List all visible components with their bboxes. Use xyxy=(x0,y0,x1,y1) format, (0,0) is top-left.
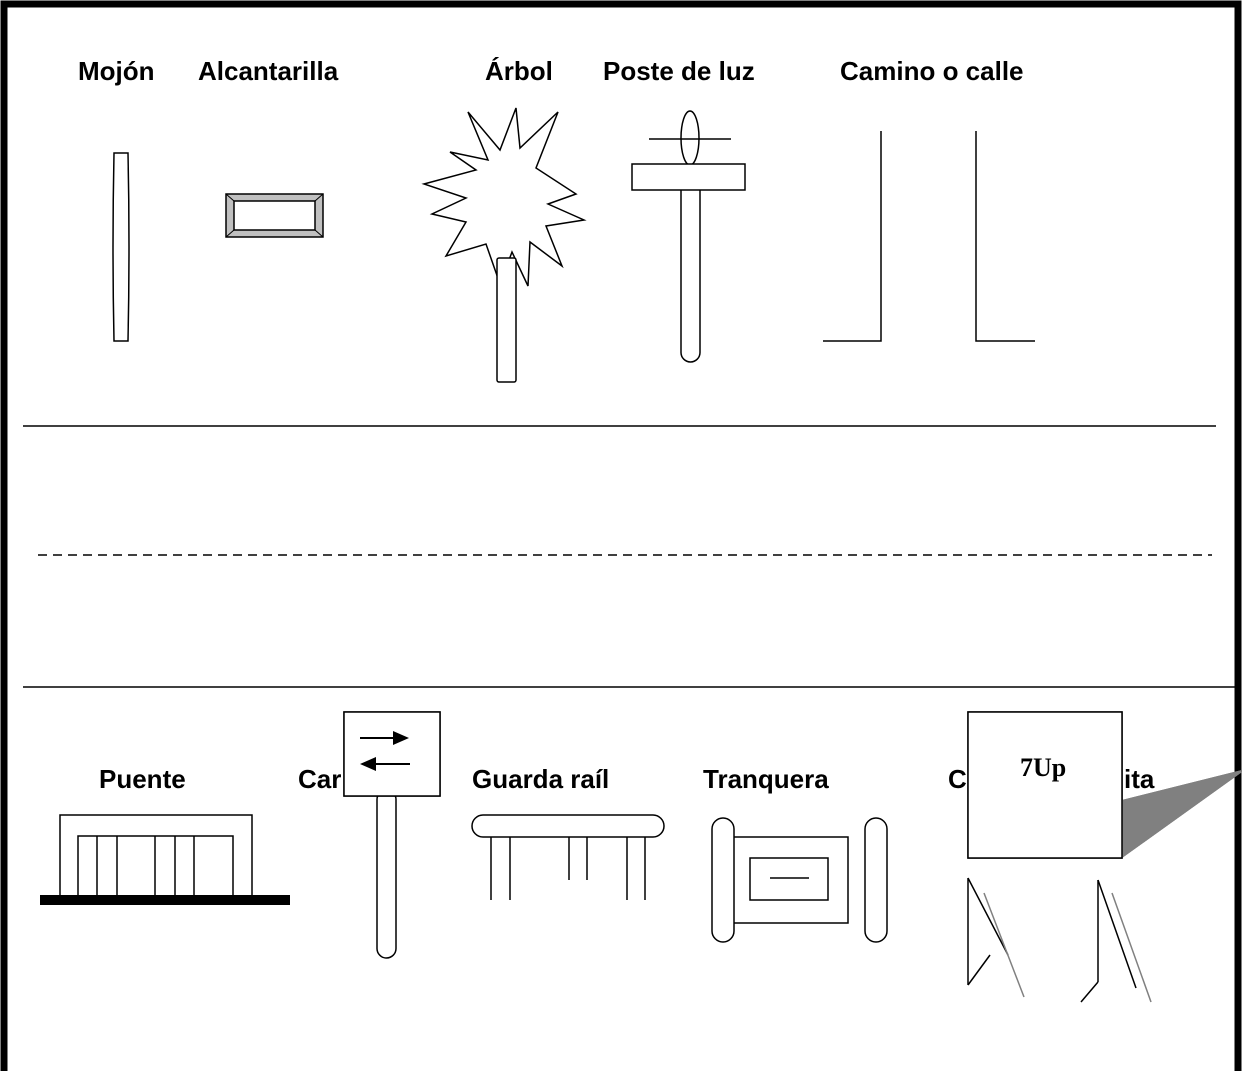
tree-icon xyxy=(421,107,587,383)
boundary-post-icon xyxy=(112,152,130,342)
label-arbol: Árbol xyxy=(485,56,553,86)
traffic-sign-icon xyxy=(343,711,441,959)
culvert-icon xyxy=(225,193,324,238)
light-pole-icon xyxy=(631,110,746,363)
guard-rail-icon xyxy=(471,814,665,900)
label-puente: Puente xyxy=(99,764,186,794)
bridge-icon xyxy=(40,814,290,905)
road-icon xyxy=(823,131,1035,342)
label-mojon: Mojón xyxy=(78,56,155,86)
billboard-icon xyxy=(967,711,1242,1003)
label-camino-o-calle: Camino o calle xyxy=(840,56,1024,86)
label-cartel-partial: Car xyxy=(298,764,342,794)
label-guarda-rail: Guarda raíl xyxy=(472,764,610,794)
label-alcantarilla: Alcantarilla xyxy=(198,56,339,86)
label-cartel-publicitario-left: C xyxy=(948,764,967,794)
billboard-brand-text-overlay: 7Up xyxy=(1020,753,1067,782)
label-tranquera: Tranquera xyxy=(703,764,829,794)
label-poste-de-luz: Poste de luz xyxy=(603,56,755,86)
label-cartel-publicitario-right: ita xyxy=(1124,764,1155,794)
gate-icon xyxy=(711,817,888,943)
